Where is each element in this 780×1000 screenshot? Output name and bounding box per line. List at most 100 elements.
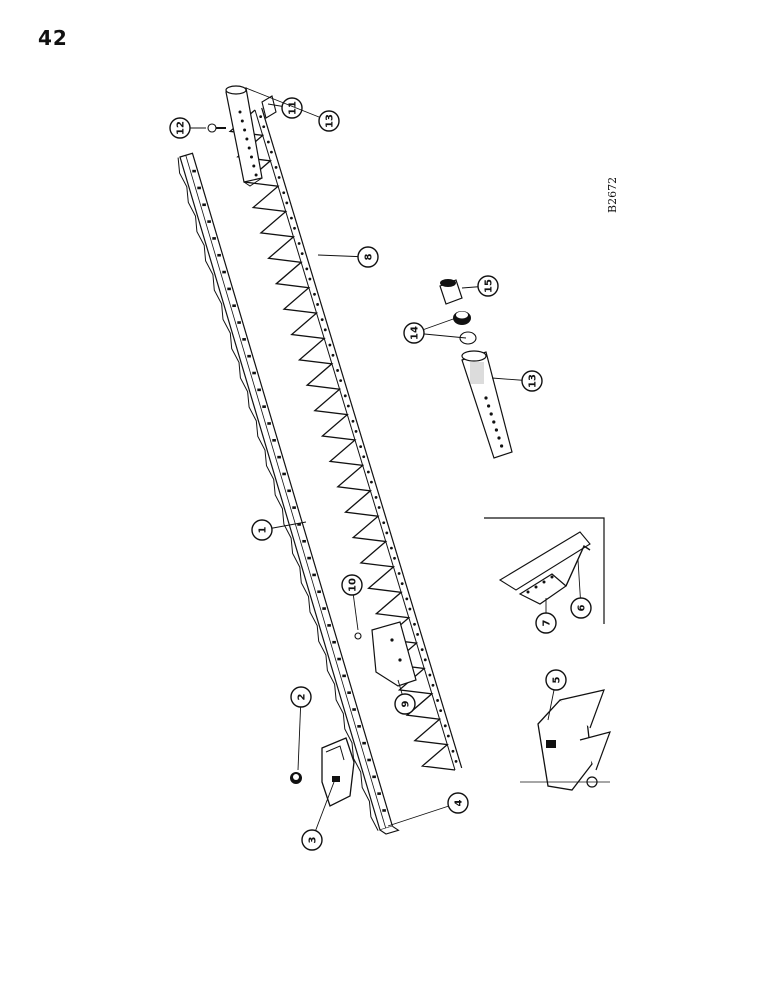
part-knife-head-mid [461,350,513,459]
callout-5: 5 [545,669,567,721]
callout-number: 6 [577,604,588,611]
back-bar-hole [297,523,301,526]
bar-end [379,825,400,835]
knife-head-hole [497,436,501,440]
back-bar-hole [232,304,236,308]
back-bar-hole [327,624,331,627]
callout-circle [545,669,567,691]
section-rivet-hole [393,556,396,560]
part-rivet [354,632,362,640]
section-rivet-hole [454,759,458,763]
bushing-upper-bore [456,311,468,319]
back-bar-hole [307,556,311,560]
section-rivet-hole [439,709,443,713]
section-rivet-hole [328,343,332,347]
back-bar-hole [282,472,286,476]
guard-plate-hole [550,575,554,579]
callout-number: 14 [410,326,421,340]
ball-joint-top [440,279,456,287]
callout-number: 13 [528,374,539,388]
callout-circle [281,97,303,119]
part-bushings [453,311,477,345]
section-base-line [254,109,456,771]
callout-number: 12 [176,121,187,135]
callout-12: 12 [169,117,206,139]
back-bar-hole [207,220,211,223]
section-rivet-hole [370,480,373,484]
back-bar-hole [312,573,316,577]
callout-circle [570,597,592,619]
section-rivet-hole [431,683,435,687]
callout-number: 1 [258,526,269,533]
clip-fold [325,745,345,761]
callout-number: 13 [325,114,336,128]
knife-head-hole [250,155,253,159]
callout-number: 9 [401,700,412,707]
section-rivet-hole [382,521,386,525]
knife-head-hole [484,396,488,400]
back-bar-ridge [185,155,387,829]
callout-14: 14 [403,317,467,344]
back-bar-hole [192,169,196,173]
section-rivet-hole [451,749,455,753]
back-bar-hole [242,338,246,341]
section-hole [398,658,402,662]
back-bar-hole [257,388,261,392]
callout-10: 10 [341,574,363,631]
callout-circle [403,322,425,344]
section-rivet-hole [362,455,366,459]
knife-head-hole [254,173,258,177]
back-bar-hole [337,657,341,661]
section-rivet-hole [408,607,412,611]
back-bar-hole [362,741,366,745]
knife-head-top-end [461,350,487,362]
section-rivet-hole [354,429,358,433]
guard-finger-upper [559,689,605,729]
section-hole [390,638,394,642]
bushing-lower [459,331,477,345]
callout-4: 4 [387,792,469,827]
callout-circle [169,117,191,139]
part-end-section [261,95,277,119]
section-rivet-hole [262,125,266,129]
callout-number: 7 [542,619,553,626]
back-bar-hole [357,725,361,728]
part-bolt [290,772,302,784]
knife-head-hole [243,128,247,132]
section-rivet-hole [282,191,286,195]
part-knife-head-top [225,85,263,187]
section-rivet-hole [374,495,378,499]
knife-head-hole [487,404,491,408]
back-bar-hole [252,371,256,375]
section-rivet-hole [300,252,304,256]
section-rivet-hole [397,572,401,575]
callout-3: 3 [301,781,335,851]
callout-number: 4 [454,799,465,806]
knife-head-hole [245,137,249,141]
drawing-layer [177,85,611,835]
section-rivet-hole [443,724,447,728]
back-bar-scallop-edge [177,157,379,831]
knife-head-hole [489,412,493,416]
section-rivet-hole [343,394,347,398]
callout-2: 2 [290,686,312,771]
callout-circle [301,829,323,851]
part-small-bolt [207,123,226,133]
section-rivet-hole [270,150,273,154]
knife-head-hole [247,146,251,150]
knife-head-tip [243,177,263,187]
back-bar-hole [222,270,226,274]
callout-13: 13 [245,87,340,132]
section-rivet-hole [336,369,339,372]
section-rivet-hole [277,176,281,179]
knife-head-hole [240,119,244,123]
back-bar-hole [197,186,201,190]
section-rivet-hole [305,267,309,271]
inset-box [484,517,605,624]
callout-circle [251,519,273,541]
back-bar-hole [372,775,376,779]
callout-7: 7 [535,598,557,634]
section-rivet-hole [359,445,363,449]
section-rivet-hole [351,419,355,423]
callout-circle [394,693,416,715]
